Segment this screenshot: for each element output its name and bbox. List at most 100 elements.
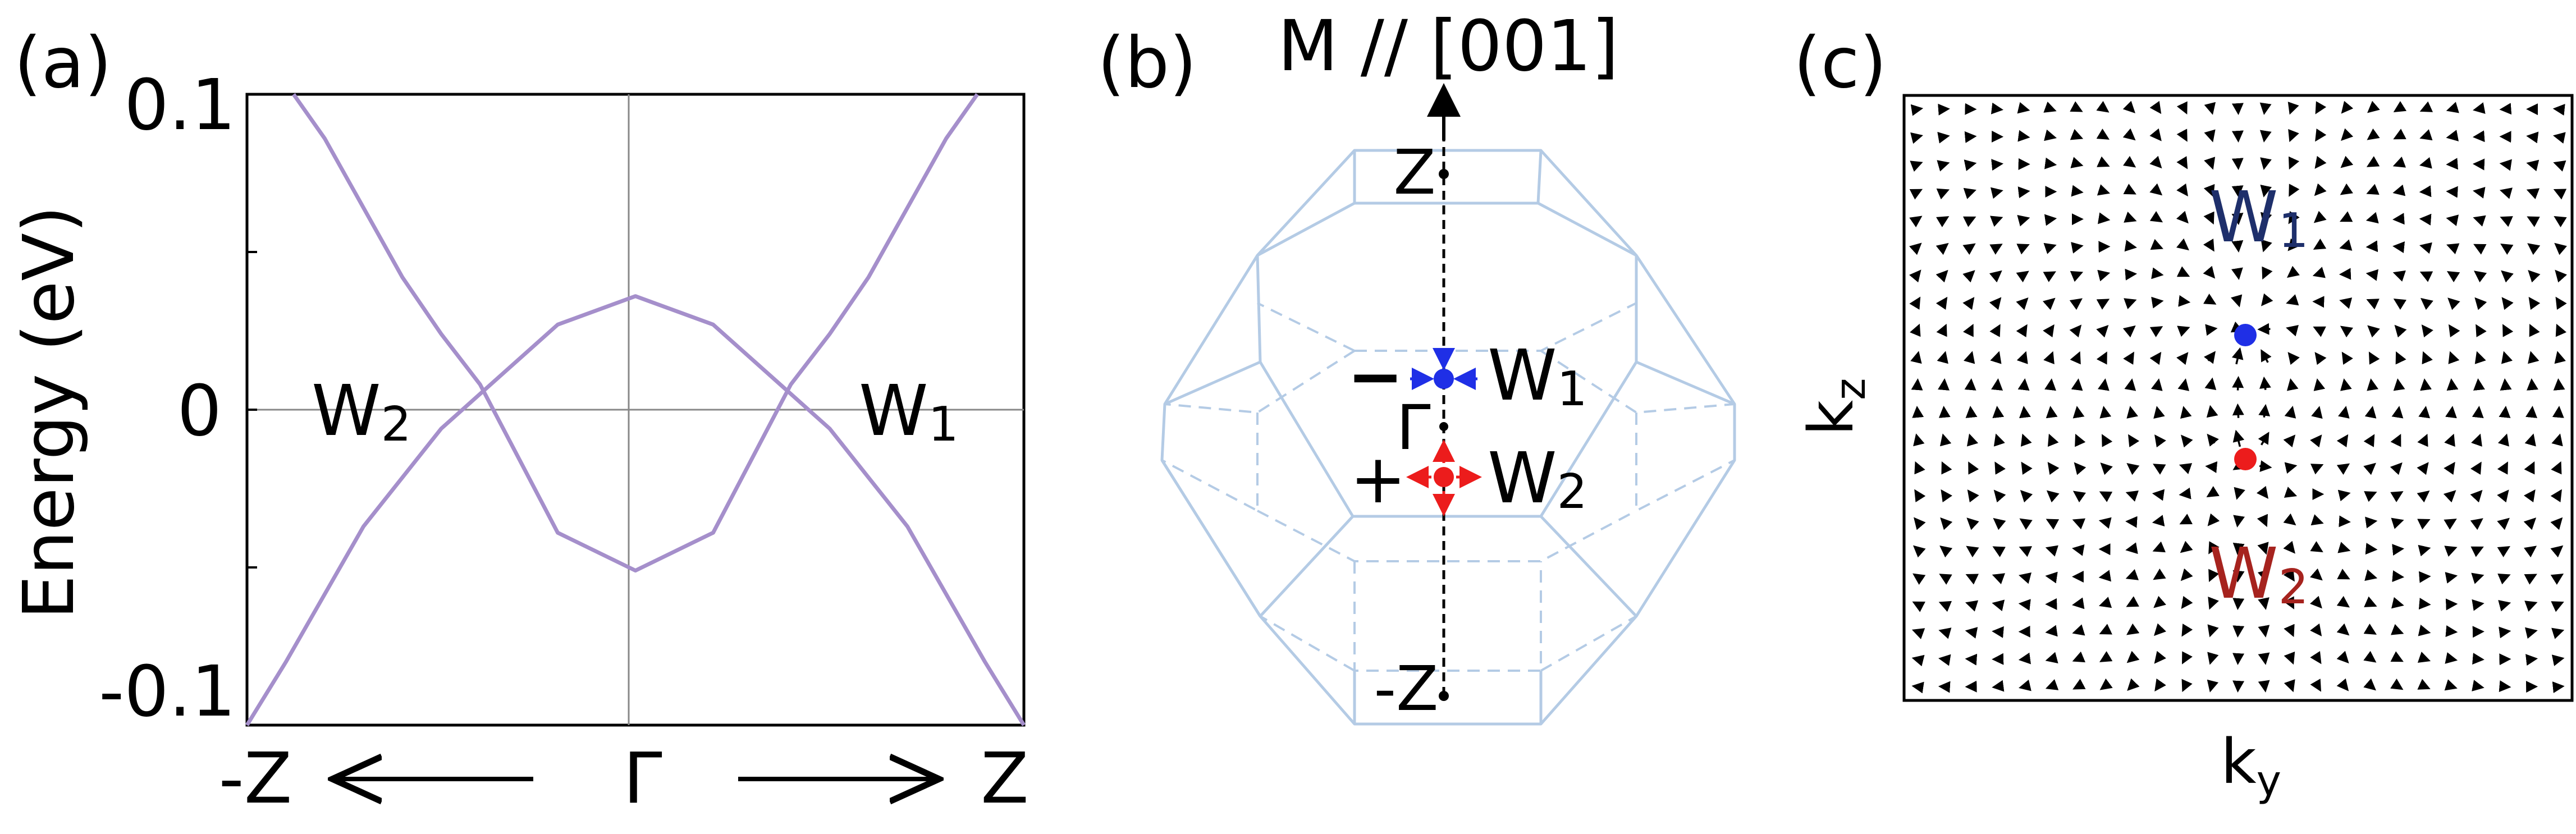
field-arrow xyxy=(2417,462,2429,475)
field-arrow xyxy=(2122,128,2136,141)
panel-a-band-structure: (a) Energy (eV) 0.1 0 -0.1 W2 W1 -Z Γ Z xyxy=(8,22,1029,819)
field-arrow xyxy=(2099,651,2113,662)
field-arrow xyxy=(2124,212,2137,223)
field-arrow xyxy=(2529,324,2540,337)
magnetization-label: M // [001] xyxy=(1278,6,1619,87)
field-arrow xyxy=(2232,598,2245,610)
field-arrow xyxy=(2313,239,2327,250)
field-arrow xyxy=(2470,489,2483,503)
field-arrow xyxy=(2284,487,2298,498)
field-arrow xyxy=(2287,102,2299,115)
field-arrow xyxy=(1965,600,1979,612)
field-arrow xyxy=(2336,595,2350,608)
field-arrow xyxy=(2553,160,2566,172)
field-arrow xyxy=(2501,351,2513,364)
field-arrow xyxy=(2524,574,2537,585)
field-arrow xyxy=(2310,514,2324,526)
field-arrow xyxy=(1940,517,1953,530)
field-arrow xyxy=(2259,130,2272,143)
field-arrow xyxy=(2314,155,2327,169)
field-arrow xyxy=(2258,404,2271,418)
field-arrow xyxy=(1962,216,1976,227)
field-arrow xyxy=(1991,378,2003,391)
field-arrow xyxy=(1965,574,1979,585)
field-arrow xyxy=(2181,434,2193,448)
field-arrow xyxy=(2497,573,2511,585)
panel-b-label: (b) xyxy=(1097,22,1197,104)
field-arrow xyxy=(2340,183,2353,195)
field-arrow xyxy=(2312,267,2326,278)
field-arrow xyxy=(2497,461,2508,475)
w2-label-sub: 2 xyxy=(1557,464,1587,520)
w1-field-label-sub: 1 xyxy=(2278,203,2309,259)
field-arrow xyxy=(2043,351,2055,365)
field-arrow xyxy=(2286,378,2299,391)
field-arrow xyxy=(2524,601,2538,612)
field-arrow xyxy=(2125,491,2139,502)
field-arrow xyxy=(2336,678,2349,691)
field-arrow xyxy=(2366,156,2380,167)
weyl-w1-sub: 1 xyxy=(928,397,959,452)
w2-point xyxy=(1434,467,1454,487)
field-arrow xyxy=(2473,244,2487,255)
field-arrow xyxy=(2310,651,2322,665)
field-arrow xyxy=(2339,297,2353,309)
field-arrow xyxy=(2364,491,2377,502)
field-arrow xyxy=(2046,519,2060,530)
field-arrow xyxy=(2207,624,2219,638)
field-arrow xyxy=(2524,627,2538,639)
field-arrow xyxy=(1993,489,2006,503)
field-arrow xyxy=(2232,542,2245,555)
field-arrow xyxy=(2310,434,2322,448)
z-top-point xyxy=(1439,169,1449,179)
field-arrow xyxy=(2314,183,2327,196)
field-arrow xyxy=(2020,490,2033,503)
field-arrow xyxy=(2154,623,2167,636)
field-arrow xyxy=(2260,157,2272,170)
field-arrow xyxy=(2552,132,2566,144)
field-arrow xyxy=(2499,626,2511,639)
weyl-w2-label: W2 xyxy=(312,370,411,452)
field-arrow xyxy=(2390,624,2404,635)
field-arrow xyxy=(1937,160,1950,172)
field-arrow xyxy=(2336,463,2350,475)
field-arrow xyxy=(2363,650,2377,663)
field-arrow xyxy=(2071,378,2083,391)
field-arrow xyxy=(2310,679,2322,692)
field-arrow xyxy=(2070,157,2084,168)
field-arrow xyxy=(2363,678,2376,691)
field-arrow xyxy=(2043,271,2056,282)
field-arrow xyxy=(2018,599,2031,611)
field-arrow xyxy=(2126,406,2138,419)
field-arrow xyxy=(2258,680,2270,693)
field-arrow xyxy=(2152,541,2166,553)
field-arrow xyxy=(2259,102,2272,115)
field-arrow xyxy=(2097,212,2111,224)
field-arrow xyxy=(2417,679,2431,690)
field-arrow xyxy=(2207,652,2219,665)
field-arrow xyxy=(2126,650,2140,663)
field-arrow xyxy=(2018,652,2031,665)
field-arrow xyxy=(2125,542,2138,555)
field-arrow xyxy=(1966,433,1979,447)
field-arrow xyxy=(2315,129,2327,142)
field-arrow xyxy=(2176,101,2188,114)
field-arrow xyxy=(2176,183,2188,197)
field-arrow xyxy=(2017,215,2030,227)
field-arrow xyxy=(2016,351,2028,364)
field-arrow xyxy=(2016,244,2030,255)
field-arrow xyxy=(1911,628,1925,639)
field-arrow xyxy=(2021,461,2033,475)
field-arrow xyxy=(2528,296,2541,310)
field-arrow xyxy=(2528,351,2540,364)
field-arrow xyxy=(1962,243,1976,255)
field-arrow xyxy=(2392,156,2406,168)
field-arrow xyxy=(2071,242,2084,254)
ky-base: k xyxy=(2221,726,2257,798)
field-arrow xyxy=(2258,625,2270,638)
field-arrow xyxy=(2551,654,2565,666)
field-arrow xyxy=(1962,324,1974,337)
field-arrow xyxy=(1936,296,1948,310)
w2-field-label: W2 xyxy=(2209,533,2309,615)
field-arrow xyxy=(2394,324,2407,338)
